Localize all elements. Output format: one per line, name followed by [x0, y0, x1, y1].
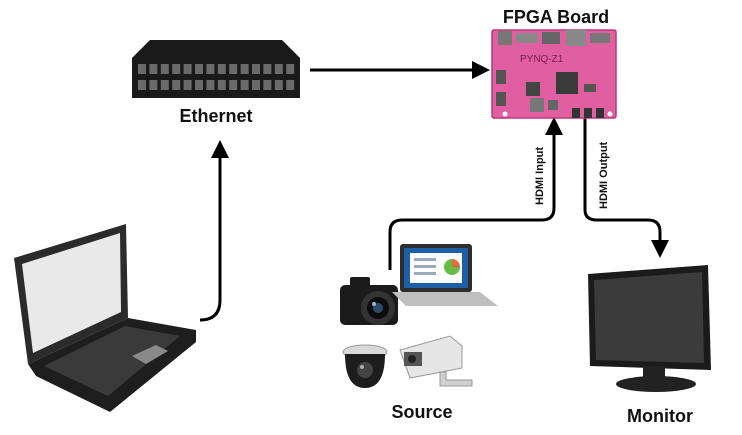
ethernet-port	[149, 80, 158, 90]
ethernet-port	[217, 80, 226, 90]
ethernet-port	[263, 64, 272, 74]
arrow-ethernet-to-fpga	[310, 61, 490, 79]
ethernet-port	[138, 64, 146, 74]
ethernet-port	[172, 80, 181, 90]
ethernet-port	[138, 80, 146, 90]
monitor-label: Monitor	[627, 406, 693, 426]
ethernet-port	[149, 64, 158, 74]
fpga-board-icon: PYNQ-Z1	[491, 29, 617, 119]
small-laptop-icon	[392, 244, 498, 306]
ethernet-port	[240, 64, 249, 74]
ethernet-port	[183, 64, 192, 74]
arrow-laptop-to-ethernet	[199, 140, 229, 322]
ethernet-port	[286, 64, 295, 74]
ethernet-port	[183, 80, 192, 90]
ethernet-port	[206, 80, 215, 90]
ethernet-port	[240, 80, 249, 90]
ethernet-port	[172, 64, 181, 74]
ethernet-port	[195, 64, 203, 74]
hdmi-input-label: HDMI Input	[534, 147, 546, 205]
monitor-icon	[588, 265, 711, 392]
ethernet-port	[206, 64, 215, 74]
arrow-source-to-fpga	[388, 117, 563, 270]
ethernet-port	[274, 80, 283, 90]
arrow-fpga-to-monitor	[583, 118, 669, 258]
ethernet-port	[274, 64, 283, 74]
ethernet-port	[229, 64, 238, 74]
ethernet-port	[263, 80, 272, 90]
source-label: Source	[391, 402, 452, 422]
security-camera-icon	[399, 335, 473, 387]
ethernet-label: Ethernet	[179, 106, 252, 126]
ethernet-port	[160, 64, 169, 74]
ethernet-port	[229, 80, 238, 90]
ethernet-port	[252, 64, 260, 74]
ethernet-port	[286, 80, 295, 90]
hdmi-output-label: HDMI Output	[598, 141, 610, 209]
laptop-icon	[14, 224, 196, 412]
camera-icon	[340, 277, 398, 325]
board-silkscreen: PYNQ-Z1	[520, 54, 564, 65]
dome-camera-icon	[342, 344, 388, 388]
ethernet-port	[252, 80, 260, 90]
fpga-board-title: FPGA Board	[503, 7, 609, 27]
ethernet-port	[195, 80, 203, 90]
ethernet-port	[217, 64, 226, 74]
ethernet-port	[160, 80, 169, 90]
ethernet-switch-icon	[132, 40, 300, 98]
